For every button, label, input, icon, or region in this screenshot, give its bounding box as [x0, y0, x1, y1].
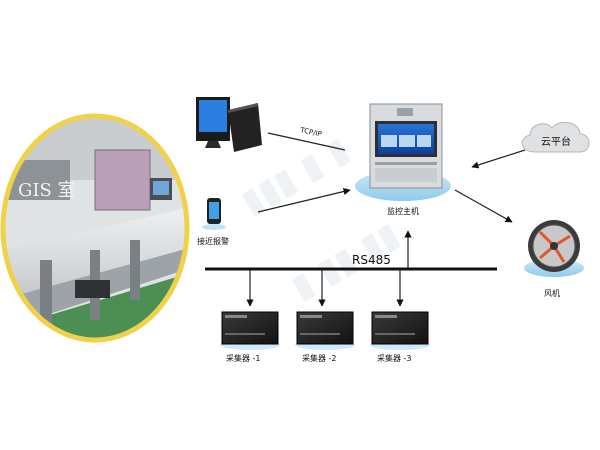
desktop-computer-icon: [196, 97, 262, 152]
monitoring-host-icon: [355, 103, 451, 201]
fan-link: [454, 189, 513, 223]
cloud-platform-icon: [521, 121, 590, 153]
fan-label: 风机: [544, 288, 560, 298]
collector-3-icon: [370, 311, 430, 350]
monitoring-host-label: 监控主机: [387, 206, 419, 216]
collector-1-label: 采集器 -1: [226, 353, 261, 363]
cloud-platform-label: 云平台: [541, 135, 571, 148]
gis-room-label: GIS 室: [18, 180, 76, 201]
cloud-link: [471, 149, 526, 169]
collector-2-icon: [295, 311, 355, 350]
collector-1-icon: [220, 311, 280, 350]
connection-lines: [205, 132, 526, 307]
facility-photo: GIS 室: [0, 113, 190, 343]
collector-2-label: 采集器 -2: [302, 353, 337, 363]
fan-icon: [524, 220, 584, 277]
collector-3-label: 采集器 -3: [377, 353, 412, 363]
proximity-alarm-label: 接近报警: [197, 236, 229, 246]
alarm-link: [257, 188, 351, 213]
tcpip-label: TCP/IP: [299, 126, 323, 139]
phone-icon: [202, 198, 226, 230]
tcpip-link: [267, 132, 346, 151]
rs485-label: RS485: [352, 253, 391, 267]
